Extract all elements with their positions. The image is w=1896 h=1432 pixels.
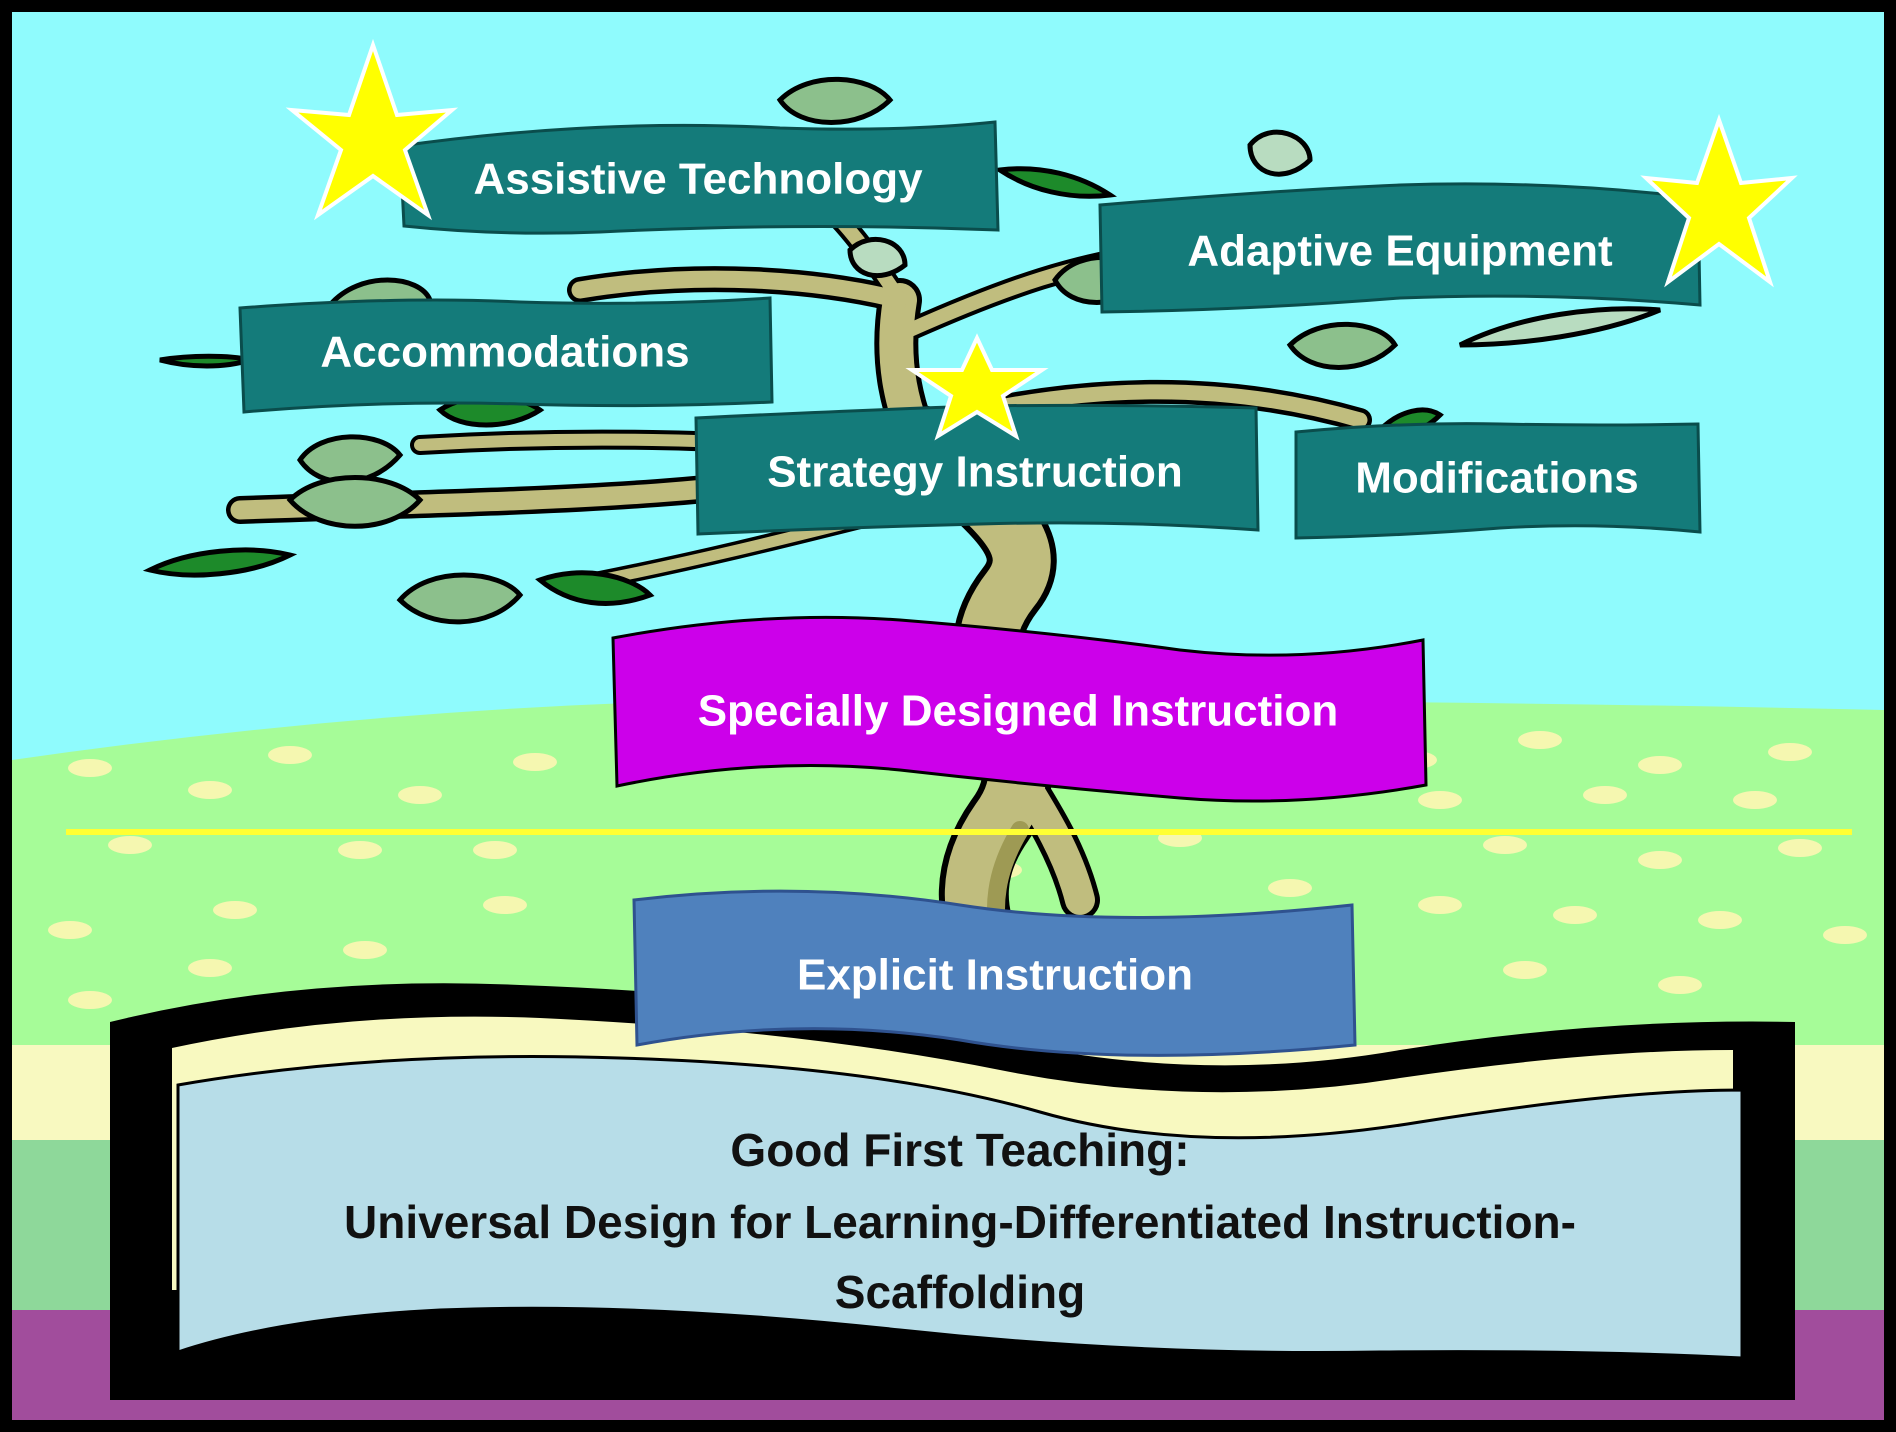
banner-strategy-instruction-label: Strategy Instruction bbox=[767, 448, 1183, 497]
banner-strategy-instruction: Strategy Instruction bbox=[694, 403, 1260, 536]
star-icon bbox=[285, 38, 459, 221]
banner-specially-designed-instruction: Specially Designed Instruction bbox=[611, 615, 1428, 803]
banner-specially-designed-instruction-label: Specially Designed Instruction bbox=[698, 687, 1339, 736]
banner-adaptive-equipment-label: Adaptive Equipment bbox=[1187, 227, 1613, 276]
star-icon bbox=[1640, 113, 1798, 288]
banner-adaptive-equipment: Adaptive Equipment bbox=[1098, 182, 1702, 314]
base-line-3: Scaffolding bbox=[835, 1266, 1085, 1318]
banner-assistive-technology: Assistive Technology bbox=[398, 120, 1000, 235]
base-line-1: Good First Teaching: bbox=[730, 1124, 1189, 1176]
banner-modifications-label: Modifications bbox=[1355, 454, 1639, 503]
banner-good-first-teaching: Good First Teaching: Universal Design fo… bbox=[176, 1055, 1744, 1360]
base-line-2: Universal Design for Learning-Differenti… bbox=[344, 1196, 1576, 1248]
banner-explicit-instruction-label: Explicit Instruction bbox=[797, 951, 1193, 1000]
star-icon bbox=[905, 333, 1049, 441]
banner-explicit-instruction: Explicit Instruction bbox=[632, 889, 1357, 1057]
banner-modifications: Modifications bbox=[1294, 422, 1702, 540]
banner-accommodations-label: Accommodations bbox=[320, 328, 689, 377]
banner-accommodations: Accommodations bbox=[238, 296, 774, 414]
banner-assistive-technology-label: Assistive Technology bbox=[473, 155, 923, 204]
